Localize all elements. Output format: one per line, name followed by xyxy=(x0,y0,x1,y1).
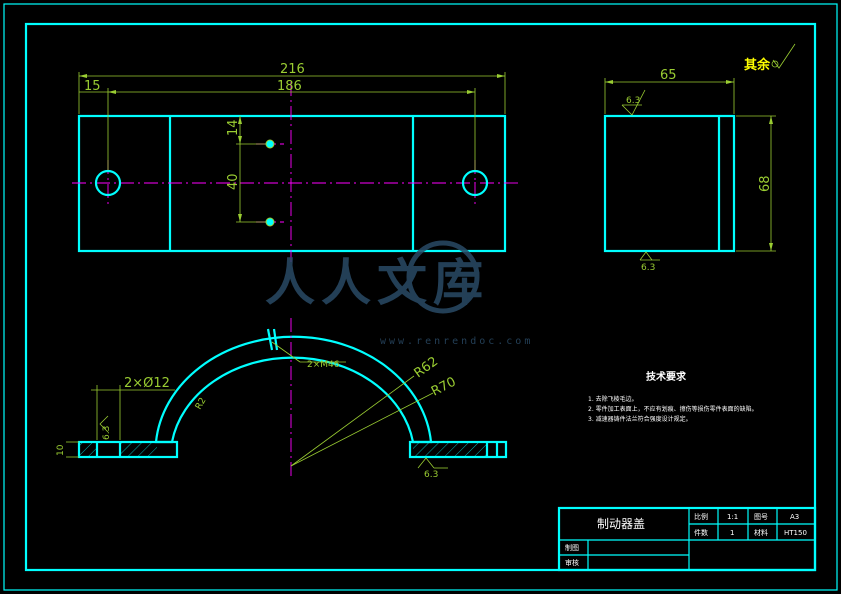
title-material-value: HT150 xyxy=(784,529,807,537)
dim-chamfer: 2×Ø12 xyxy=(124,376,170,391)
tech-requirements-item-2: 2. 零件加工表面上，不应有划痕、擦伤等损伤零件表面的缺陷。 xyxy=(588,405,758,413)
dim-bolt-offset: 14 xyxy=(226,119,241,136)
bottom-bolt-hole xyxy=(265,217,275,227)
arch-ring xyxy=(154,335,433,444)
dim-inner-radius: R62 xyxy=(412,354,442,381)
dim-edge-offset: 15 xyxy=(84,79,101,94)
title-scale-label: 比例 xyxy=(694,512,708,521)
watermark-chars: 人人文库 xyxy=(265,253,489,312)
title-quantity-label: 件数 xyxy=(694,528,708,537)
dim-bolt-spacing: 40 xyxy=(226,173,241,190)
dim-overall-width: 216 xyxy=(280,62,305,77)
roughness-side-bottom: 6.3 xyxy=(641,263,655,273)
inner-frame xyxy=(24,22,817,572)
front-view: 216 186 15 40 14 xyxy=(72,62,520,262)
dim-side-height: 68 xyxy=(758,175,773,192)
left-flange-hatch-2 xyxy=(120,442,157,457)
dim-flange-thickness: 10 xyxy=(56,444,66,456)
dim-side-width: 65 xyxy=(660,68,677,83)
dim-small-radius: R2 xyxy=(194,396,209,411)
outer-frame xyxy=(3,3,838,591)
dim-thread: 2×M46 xyxy=(307,360,340,370)
tech-requirements-item-1: 1. 去除飞棱毛边。 xyxy=(588,395,638,403)
roughness-other: 其余 xyxy=(744,43,796,73)
dim-hole-spacing: 186 xyxy=(277,79,302,94)
title-drawing-no-value: A3 xyxy=(790,513,799,521)
tech-requirements: 技术要求 1. 去除飞棱毛边。 2. 零件加工表面上，不应有划痕、擦伤等损伤零件… xyxy=(588,370,758,423)
dim-outer-radius: R70 xyxy=(429,375,459,400)
left-mounting-hole xyxy=(94,169,122,197)
side-view-outline xyxy=(603,114,736,253)
title-quantity-value: 1 xyxy=(730,529,734,537)
title-material-label: 材料 xyxy=(754,528,768,537)
tech-requirements-item-3: 3. 减速器铸件法兰符合强度设计规定。 xyxy=(588,415,692,423)
watermark-logo-circle xyxy=(406,240,480,314)
right-mounting-hole xyxy=(461,169,489,197)
roughness-front-bottom: 6.3 xyxy=(424,470,438,480)
title-scale-value: 1:1 xyxy=(727,513,738,521)
side-view: 65 68 6.3 6.3 xyxy=(603,68,776,273)
top-bolt-hole xyxy=(265,139,275,149)
title-part-name: 制动器盖 xyxy=(597,517,645,531)
front-view-outline xyxy=(77,114,507,253)
title-checked-label: 审核 xyxy=(565,558,579,567)
left-flange-hatch xyxy=(79,442,97,457)
title-block-frame xyxy=(557,506,817,572)
right-flange-hatch xyxy=(413,442,487,457)
tech-requirements-title: 技术要求 xyxy=(646,370,687,383)
roughness-other-label: 其余 xyxy=(744,57,771,73)
dim-base-height: 6.3 xyxy=(102,426,112,440)
title-drawn-label: 制图 xyxy=(565,543,579,552)
watermark-url: www.renrendoc.com xyxy=(380,336,533,347)
roughness-side-top: 6.3 xyxy=(626,96,640,106)
title-drawing-no-label: 图号 xyxy=(754,513,768,521)
watermark: 人人文库 www.renrendoc.com xyxy=(265,240,533,347)
title-block: 制动器盖 比例 1:1 图号 A3 件数 1 材料 HT150 制图 审核 xyxy=(557,506,817,572)
